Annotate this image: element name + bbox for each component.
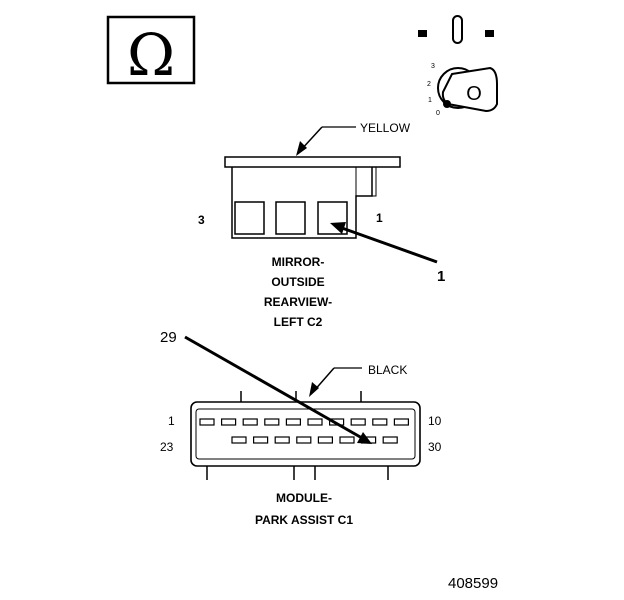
- c1-terminal-cavity: [242, 418, 258, 426]
- figure-number: 408599: [448, 575, 498, 592]
- c1-terminal-row-top: [199, 418, 409, 426]
- c2-wire-color: YELLOW: [360, 121, 411, 135]
- c1-terminal-cavity: [350, 418, 366, 426]
- key-position-0: 0: [436, 110, 440, 117]
- c1-wire-color: BLACK: [368, 363, 407, 377]
- key-position-1: 1: [428, 97, 432, 104]
- c1-pin-30-label: 30: [428, 440, 442, 454]
- c2-pin-3-label: 3: [198, 213, 205, 227]
- omega-glyph: Ω: [127, 21, 175, 89]
- c1-terminal-cavity: [253, 436, 269, 444]
- connector-c1: BLACK 1 10 23 30 29 MODULE- PARK ASSIST …: [160, 329, 442, 527]
- c1-pin-23-label: 23: [160, 440, 174, 454]
- c1-terminal-cavity: [274, 436, 290, 444]
- c1-terminal-cavity: [199, 418, 215, 426]
- ignition-key-icon: 3 2 1 0 O: [418, 15, 498, 117]
- ohm-symbol-icon: Ω: [106, 15, 196, 89]
- c1-name-line-1: MODULE-: [276, 491, 332, 505]
- c1-callout-number: 29: [160, 329, 177, 346]
- key-letter: O: [466, 83, 482, 105]
- c1-name-line-2: PARK ASSIST C1: [255, 513, 353, 527]
- c1-terminal-cavity: [339, 436, 355, 444]
- c1-terminal-row-bottom: [231, 436, 398, 444]
- c2-name-line-1: MIRROR-: [272, 255, 325, 269]
- c2-cavity-2: [275, 201, 306, 235]
- c2-pin-1-label: 1: [376, 211, 383, 225]
- c2-name-line-3: REARVIEW-: [264, 295, 332, 309]
- c1-terminal-cavity: [393, 418, 409, 426]
- c1-pin-1-label: 1: [168, 414, 175, 428]
- c1-terminal-cavity: [382, 436, 398, 444]
- c2-name-line-4: LEFT C2: [274, 315, 323, 329]
- c1-pin-10-label: 10: [428, 414, 442, 428]
- connector-c2: YELLOW 3 1 1 MIRROR- OUTSIDE REARVIEW- L…: [198, 121, 445, 329]
- c2-cavity-3: [234, 201, 265, 235]
- c1-terminal-cavity: [221, 418, 237, 426]
- c1-terminal-cavity: [372, 418, 388, 426]
- c1-terminal-cavity: [296, 436, 312, 444]
- c1-terminal-cavity: [264, 418, 280, 426]
- c1-terminal-cavity: [231, 436, 247, 444]
- key-position-3: 3: [431, 63, 435, 70]
- c1-terminal-cavity: [285, 418, 301, 426]
- c2-callout-number: 1: [437, 268, 445, 285]
- c1-terminal-cavity: [307, 418, 323, 426]
- key-position-2: 2: [427, 81, 431, 88]
- c2-name-line-2: OUTSIDE: [271, 275, 324, 289]
- c1-terminal-cavity: [317, 436, 333, 444]
